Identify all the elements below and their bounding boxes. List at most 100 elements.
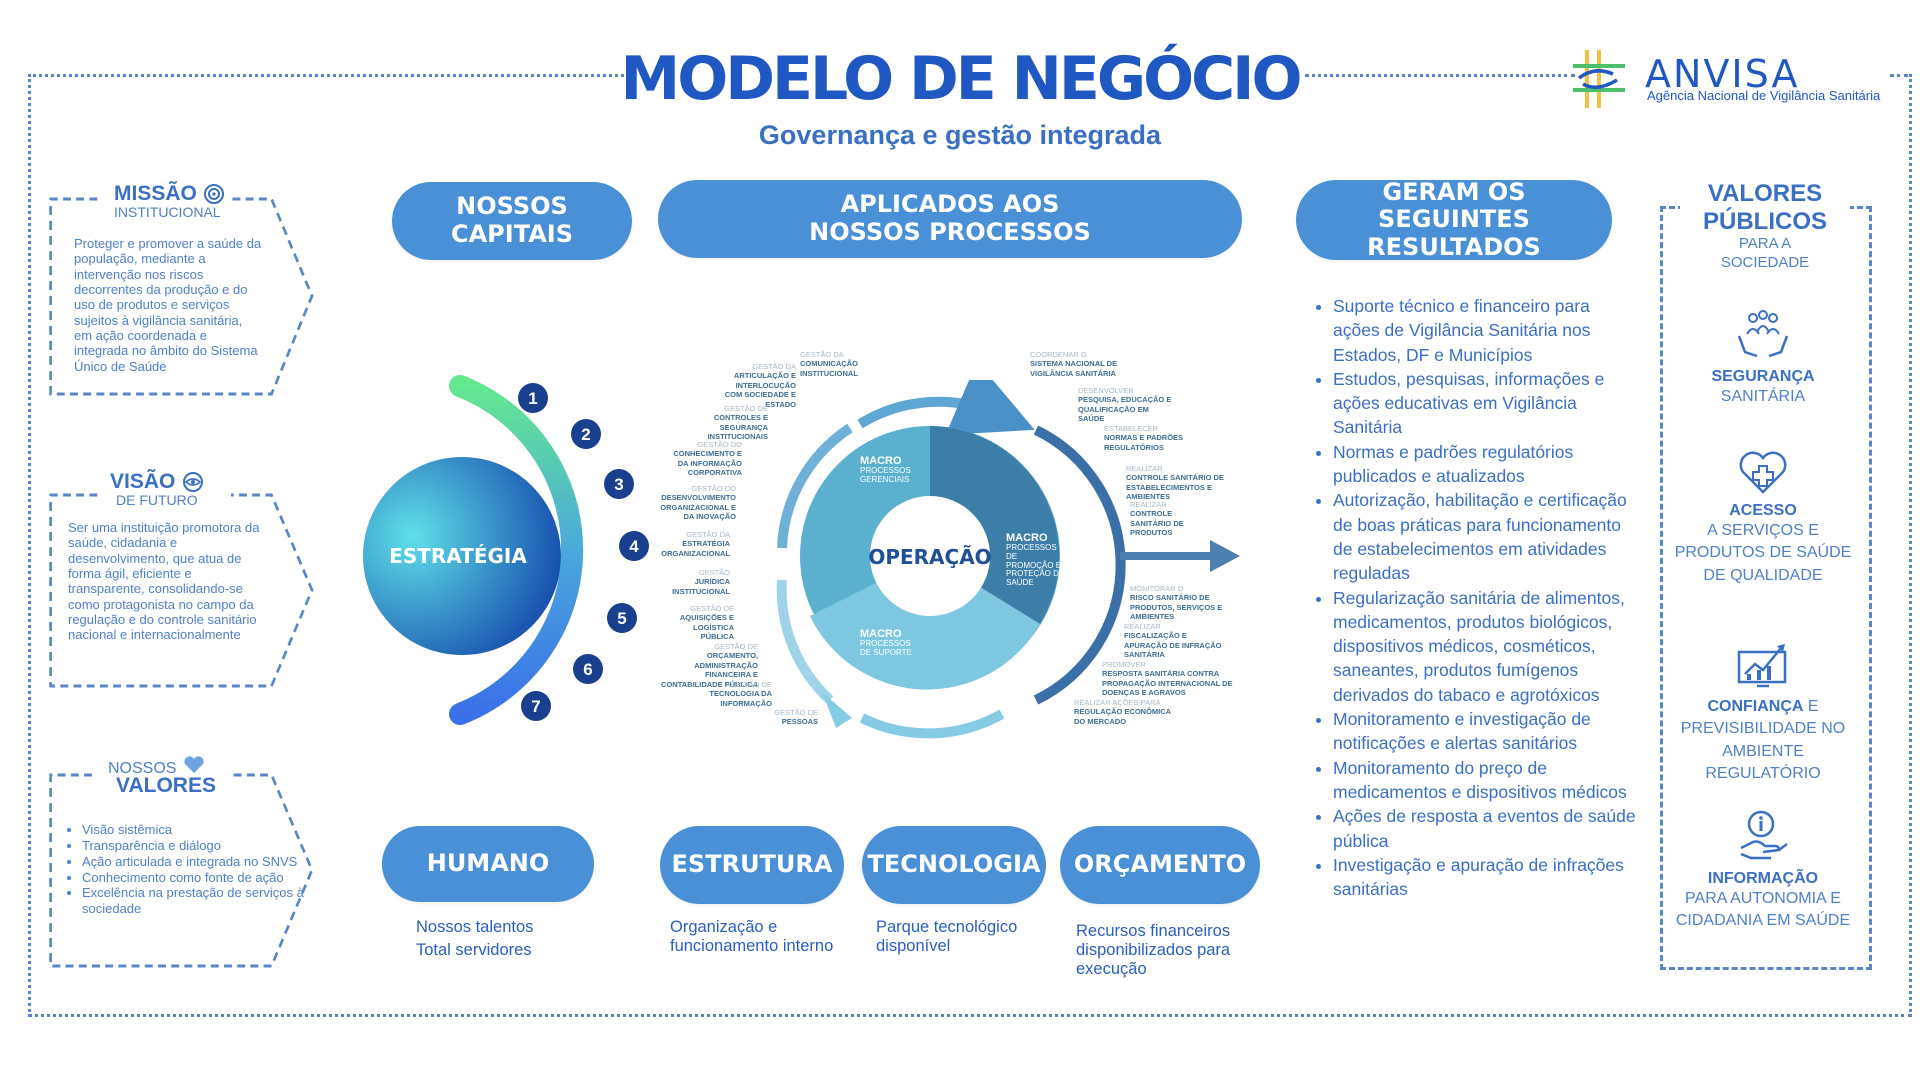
missao-title: MISSÃO bbox=[114, 182, 197, 205]
visao-title: VISÃO bbox=[110, 470, 176, 493]
page-subtitle: Governança e gestão integrada bbox=[758, 120, 1162, 150]
frame-top-left bbox=[28, 74, 636, 77]
target-icon bbox=[203, 184, 224, 204]
resultados-pill: GERAM OS SEGUINTES RESULTADOS bbox=[1296, 178, 1612, 261]
logo-subtitle: Agência Nacional de Vigilância Sanitária bbox=[1647, 88, 1881, 103]
capital-orcamento-pill: ORÇAMENTO bbox=[1060, 826, 1260, 904]
result-item: Monitoramento e investigação de notifica… bbox=[1333, 707, 1638, 756]
svg-text:5: 5 bbox=[617, 609, 626, 628]
valor-item: Conhecimento como fonte de ação bbox=[82, 870, 326, 886]
frame-top-right bbox=[1890, 74, 1908, 77]
visao-subtitle: DE FUTURO bbox=[116, 492, 198, 508]
people-hands-icon bbox=[1737, 310, 1789, 358]
strategy-label: ESTRATÉGIA bbox=[389, 544, 527, 568]
public-value-informacao: INFORMAÇÃO PARA AUTONOMIA E CIDADANIA EM… bbox=[1668, 808, 1858, 933]
capital-estrutura-pill: ESTRUTURA bbox=[660, 826, 844, 904]
strategy-number-7: 7 bbox=[521, 691, 551, 721]
valor-item: Visão sistêmica bbox=[82, 822, 326, 838]
growth-chart-icon bbox=[1737, 644, 1787, 688]
eye-icon bbox=[183, 472, 204, 492]
svg-text:3: 3 bbox=[614, 475, 623, 494]
missao-box-outline bbox=[49, 197, 314, 396]
valores-title: VALORES bbox=[116, 774, 216, 797]
valores-title-small: NOSSOS bbox=[108, 760, 177, 777]
strategy-number-1: 1 bbox=[518, 383, 548, 413]
svg-text:4: 4 bbox=[629, 537, 639, 556]
missao-header: MISSÃO INSTITUCIONAL bbox=[108, 182, 231, 220]
strategy-number-2: 2 bbox=[571, 419, 601, 449]
processos-pill: APLICADOS AOS NOSSOS PROCESSOS bbox=[658, 180, 1242, 258]
valor-item: Excelência na prestação de serviços à so… bbox=[82, 885, 326, 917]
visao-text: Ser uma instituição promotora da saúde, … bbox=[68, 520, 260, 643]
public-value-seguranca: SEGURANÇA SANITÁRIA bbox=[1668, 306, 1858, 408]
result-item: Regularização sanitária de alimentos, me… bbox=[1333, 586, 1638, 707]
missao-text: Proteger e promover a saúde da população… bbox=[74, 236, 262, 374]
result-item: Suporte técnico e financeiro para ações … bbox=[1333, 294, 1638, 367]
public-values-subtitle: PARA A SOCIEDADE bbox=[1720, 235, 1810, 271]
anvisa-logo: ANVISA Agência Nacional de Vigilância Sa… bbox=[1573, 50, 1880, 110]
result-item: Estudos, pesquisas, informações e ações … bbox=[1333, 367, 1638, 440]
logo-name: ANVISA bbox=[1645, 52, 1800, 96]
health-heart-icon bbox=[1739, 451, 1787, 494]
svg-text:7: 7 bbox=[531, 697, 540, 716]
public-values-header: VALORES PÚBLICOS PARA A SOCIEDADE bbox=[1680, 180, 1850, 273]
result-item: Autorização, habilitação e certificação … bbox=[1333, 488, 1638, 585]
info-hand-icon bbox=[1740, 810, 1788, 860]
missao-subtitle: INSTITUCIONAL bbox=[114, 204, 221, 220]
visao-header: VISÃO DE FUTURO bbox=[104, 470, 212, 508]
outer-frame bbox=[28, 74, 1912, 1017]
operation-wheel: OPERAÇÃO bbox=[776, 380, 1240, 739]
valores-list: Visão sistêmica Transparência e diálogo … bbox=[66, 822, 326, 917]
result-item: Normas e padrões regulatórios publicados… bbox=[1333, 440, 1638, 489]
strategy-number-5: 5 bbox=[607, 603, 637, 633]
result-item: Ações de resposta a eventos de saúde púb… bbox=[1333, 804, 1638, 853]
anvisa-emblem-icon bbox=[1573, 50, 1625, 108]
visao-box-outline bbox=[49, 493, 314, 688]
strategy-diagram: 1 2 3 4 5 6 7 ESTRATÉGIA bbox=[363, 375, 649, 725]
public-values-title: VALORES PÚBLICOS bbox=[1702, 180, 1827, 235]
strategy-number-4: 4 bbox=[619, 531, 649, 561]
svg-text:6: 6 bbox=[583, 660, 592, 679]
valores-box-outline bbox=[49, 773, 314, 968]
strategy-number-6: 6 bbox=[573, 654, 603, 684]
results-list: Suporte técnico e financeiro para ações … bbox=[1315, 294, 1638, 901]
public-value-acesso: ACESSO A SERVIÇOS E PRODUTOS DE SAÚDE DE… bbox=[1668, 450, 1858, 587]
operation-center-label: OPERAÇÃO bbox=[868, 545, 991, 569]
heart-hands-icon bbox=[184, 756, 205, 773]
result-item: Investigação e apuração de infrações san… bbox=[1333, 853, 1638, 902]
svg-text:2: 2 bbox=[581, 425, 590, 444]
valor-item: Ação articulada e integrada no SNVS bbox=[82, 854, 326, 870]
page-title: MODELO DE NEGÓCIO bbox=[620, 44, 1303, 114]
strategy-sphere bbox=[363, 457, 561, 655]
strategy-number-3: 3 bbox=[604, 469, 634, 499]
result-item: Monitoramento do preço de medicamentos e… bbox=[1333, 756, 1638, 805]
frame-top-middle bbox=[1305, 74, 1575, 77]
capital-humano-pill: HUMANO bbox=[382, 826, 594, 902]
